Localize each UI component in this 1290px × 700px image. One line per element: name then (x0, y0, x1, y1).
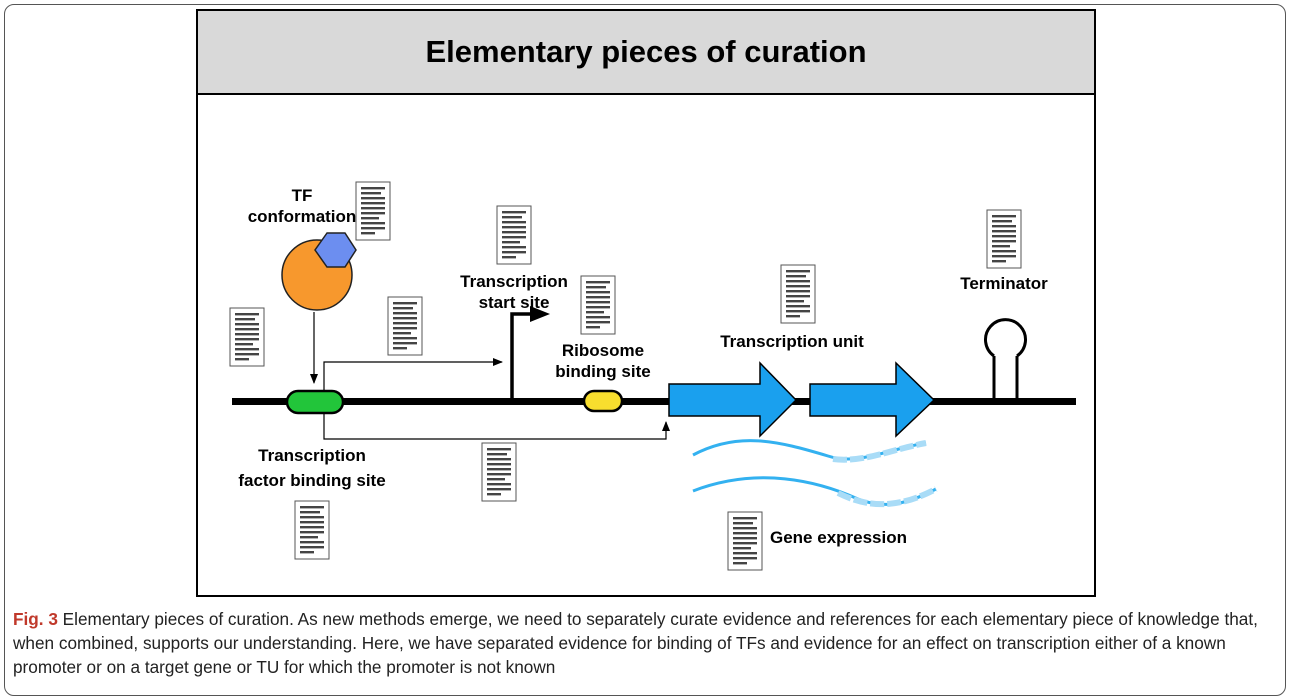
tf-conformation-label-2: conformation (248, 207, 357, 226)
tfbs-to-gene-arrow (323, 413, 670, 440)
caption-label: Fig. 3 (13, 609, 58, 629)
tss-label-2: start site (479, 293, 550, 312)
figure-frame (4, 4, 1286, 696)
hairpin-loop-icon (984, 318, 1027, 401)
ribosome-binding-site (582, 389, 624, 413)
tfbs-label-2: factor binding site (238, 471, 385, 490)
document-icon (481, 442, 517, 502)
mrna-transcripts (692, 439, 938, 508)
figure-header: Elementary pieces of curation (198, 11, 1094, 95)
bent-arrow-icon (510, 312, 530, 401)
gene-regulation-diagram: TF conformation Transcription start site… (229, 181, 1076, 571)
transcription-unit-label: Transcription unit (720, 332, 864, 351)
figure-panel: Elementary pieces of curation (196, 9, 1096, 597)
document-icon (496, 205, 532, 265)
rbs-label-1: Ribosome (562, 341, 644, 360)
document-icon (355, 181, 391, 241)
document-icon (986, 209, 1022, 269)
document-icon (727, 511, 763, 571)
gene-arrow-2 (809, 361, 936, 438)
terminator-label: Terminator (960, 274, 1048, 293)
document-icon (780, 264, 816, 324)
tf-ligand-icon (314, 232, 357, 268)
figure-caption: Fig. 3 Elementary pieces of curation. As… (13, 607, 1275, 679)
caption-text: Elementary pieces of curation. As new me… (13, 609, 1258, 677)
tfbs-label-1: Transcription (258, 446, 366, 465)
document-icon (229, 307, 265, 367)
figure-title: Elementary pieces of curation (425, 34, 867, 69)
tf-binding-site (285, 389, 345, 415)
dna-strand (232, 398, 1076, 405)
document-icon (294, 500, 330, 560)
document-icon (387, 296, 423, 356)
tss-label-1: Transcription (460, 272, 568, 291)
rbs-label-2: binding site (555, 362, 650, 381)
gene-arrow-1 (668, 361, 798, 438)
promoter-arrowhead (530, 306, 550, 322)
tfbs-to-promoter-arrow (323, 358, 503, 391)
tf-conformation-label-1: TF (292, 186, 313, 205)
gene-expression-label: Gene expression (770, 528, 907, 547)
document-icon (580, 275, 616, 335)
